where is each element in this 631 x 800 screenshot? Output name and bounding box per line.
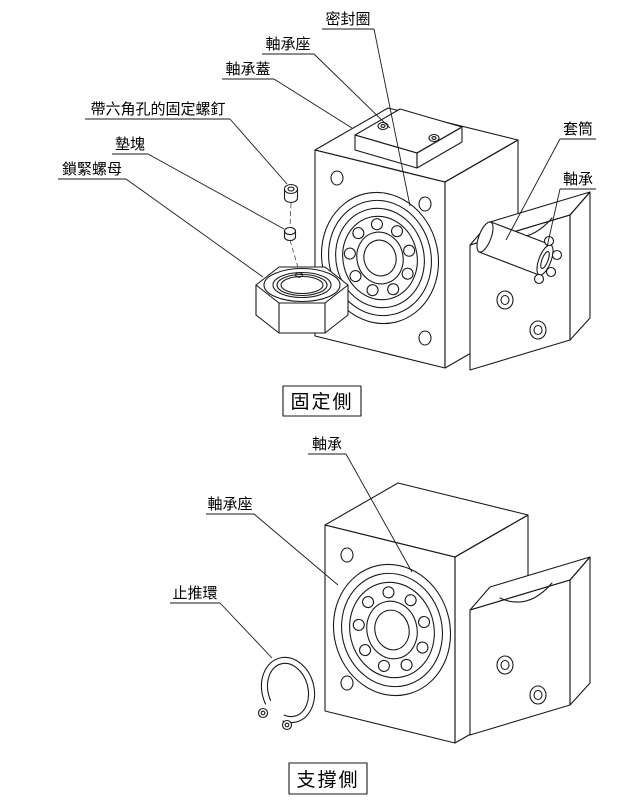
label-spacer: 墊塊 — [115, 135, 145, 153]
label-thrust-ring: 止推環 — [172, 584, 217, 602]
label-bearing-housing: 軸承座 — [265, 35, 310, 53]
leader-bearing-cover — [273, 78, 353, 129]
support-side-assembly-drawing: 軸承 軸承座 止推環 支撐側 — [170, 435, 591, 795]
leader-set-screw — [229, 118, 288, 185]
spacer-drawing — [283, 226, 297, 241]
leader-bearing-fixed — [546, 188, 561, 248]
lock-nut-drawing — [255, 266, 349, 334]
support-bearing-bore-drawing — [332, 563, 452, 697]
label-set-screw: 帶六角孔的固定螺釘 — [90, 100, 225, 118]
support-step-piece-drawing — [469, 556, 591, 736]
fixed-side-callouts: 密封圈 軸承座 軸承蓋 帶六角孔的固定螺釘 墊塊 鎖緊螺母 套筒 軸承 — [58, 10, 596, 278]
leader-bearing-housing — [313, 53, 391, 129]
set-screw-drawing — [283, 183, 299, 204]
leader-seal-ring — [373, 28, 411, 207]
label-bearing-support: 軸承 — [312, 435, 342, 453]
leader-spacer — [147, 153, 285, 230]
bearing-cover-drawing — [354, 108, 463, 169]
label-lock-nut: 鎖緊螺母 — [62, 160, 122, 178]
support-side-callouts: 軸承 軸承座 止推環 — [170, 435, 413, 659]
fixed-side-caption: 固定側 — [290, 391, 353, 413]
fixed-side-caption-box: 固定側 — [282, 385, 362, 417]
bearing-balls-drawing — [343, 218, 416, 297]
leader-lock-nut — [125, 178, 264, 278]
label-sleeve: 套筒 — [563, 120, 593, 138]
leader-sleeve — [505, 138, 561, 241]
support-bearing-balls-drawing — [352, 586, 431, 672]
bearing-housing-drawing — [314, 107, 519, 369]
label-bearing-housing-support: 軸承座 — [207, 495, 252, 513]
sleeve-drawing — [476, 221, 563, 285]
fixed-side-assembly-drawing: 密封圈 軸承座 軸承蓋 帶六角孔的固定螺釘 墊塊 鎖緊螺母 套筒 軸承 — [58, 10, 596, 417]
leader-thrust-ring — [219, 602, 273, 659]
sleeve-bearing-balls-drawing — [533, 235, 563, 285]
leader-bearing-support — [345, 453, 413, 573]
label-bearing-cover: 軸承蓋 — [225, 60, 270, 78]
label-seal-ring: 密封圈 — [325, 10, 370, 28]
label-bearing-fixed: 軸承 — [563, 170, 593, 188]
support-side-caption: 支撐側 — [296, 769, 359, 791]
assembly-axis-line — [289, 239, 300, 272]
assembly-axis-line — [289, 202, 292, 228]
support-side-caption-box: 支撐側 — [288, 762, 368, 795]
leader-bearing-housing-support — [253, 513, 339, 586]
thrust-ring-drawing — [246, 656, 316, 740]
